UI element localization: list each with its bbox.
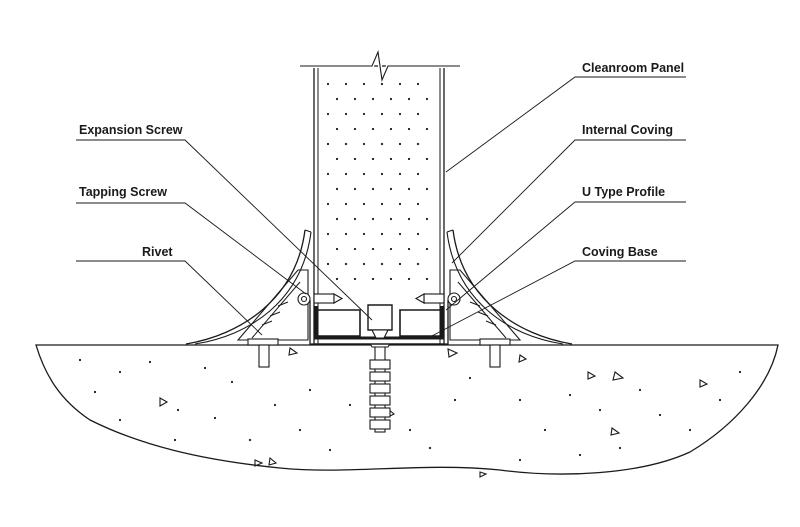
rivet-right xyxy=(479,338,511,368)
label-cleanroom-panel: Cleanroom Panel xyxy=(582,61,684,75)
floor-aggregate-triangles xyxy=(159,347,709,478)
label-coving-base: Coving Base xyxy=(582,245,658,259)
tapping-screw-right xyxy=(414,293,445,304)
rivet-head-right xyxy=(447,292,461,306)
internal-coving-left xyxy=(185,229,312,345)
leader-lines xyxy=(76,76,686,339)
expansion-screw xyxy=(367,337,393,433)
label-tapping-screw: Tapping Screw xyxy=(79,185,167,199)
coving-base-right xyxy=(449,269,522,341)
label-internal-coving: Internal Coving xyxy=(582,123,673,137)
tapping-screw-left xyxy=(313,293,344,304)
rivet-left xyxy=(247,338,279,368)
panel-core-dots xyxy=(326,82,429,281)
label-rivet: Rivet xyxy=(142,245,173,259)
u-type-profile xyxy=(309,300,449,345)
coving-base-left xyxy=(236,269,309,341)
rivet-head-left xyxy=(297,292,311,306)
floor-aggregate-dots xyxy=(78,358,742,462)
label-u-type-profile: U Type Profile xyxy=(582,185,665,199)
concrete-floor xyxy=(35,344,779,478)
internal-coving-right xyxy=(446,229,573,345)
label-expansion-screw: Expansion Screw xyxy=(79,123,183,137)
